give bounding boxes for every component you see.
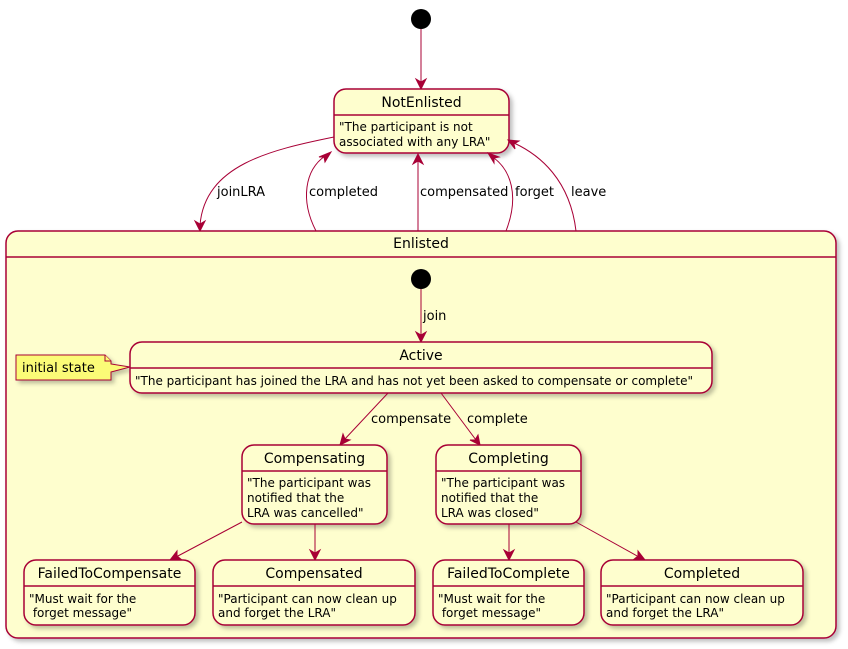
state-compensating-title: Compensating (264, 451, 365, 467)
state-notenlisted-title: NotEnlisted (381, 95, 461, 111)
state-completed-title: Completed (664, 566, 740, 582)
arrowhead (308, 548, 322, 562)
note-initial-state-text: initial state (22, 361, 95, 376)
state-failedtocomplete-desc-line-1: "Must wait for the (438, 592, 545, 606)
label-complete: complete (467, 412, 528, 427)
arrowhead (502, 548, 516, 562)
note-initial-state: initial state (15, 354, 131, 381)
state-failedtocomplete-desc-line-2: forget message" (438, 606, 541, 620)
edge-completed (305, 155, 326, 232)
state-completed: Completed "Participant can now clean up … (600, 559, 804, 626)
state-compensated-desc-line-2: and forget the LRA" (218, 606, 336, 620)
state-compensating-desc-line-3: LRA was cancelled" (247, 506, 364, 520)
state-compensated: Compensated "Participant can now clean u… (212, 559, 416, 626)
state-failedtocomplete-title: FailedToComplete (447, 566, 570, 582)
label-leave: leave (571, 185, 606, 200)
state-notenlisted: NotEnlisted "The participant is not asso… (333, 88, 510, 154)
label-joinlra: joinLRA (216, 185, 265, 200)
initial-node (411, 9, 431, 29)
edge-forget (493, 157, 514, 232)
arrowhead (414, 77, 428, 91)
arrowhead (339, 432, 352, 446)
state-compensated-desc-line-1: "Participant can now clean up (218, 592, 397, 606)
state-compensating: Compensating "The participant was notifi… (241, 444, 388, 525)
state-completing-desc-line-2: notified that the (441, 491, 538, 505)
state-enlisted: Enlisted (5, 230, 837, 639)
arrowhead (193, 219, 207, 233)
state-notenlisted-desc-line-2: associated with any LRA" (339, 135, 490, 149)
arrowhead (486, 152, 501, 165)
state-failedtocompensate-title: FailedToCompensate (38, 566, 182, 582)
state-active: Active "The participant has joined the L… (129, 341, 713, 394)
edge-compensating-to-failedtocompensate (175, 521, 243, 558)
state-completing-desc-line-3: LRA was closed" (441, 506, 539, 520)
arrowhead (469, 433, 481, 446)
state-failedtocompensate-desc-line-1: "Must wait for the (29, 592, 136, 606)
state-compensating-desc-line-2: notified that the (247, 491, 344, 505)
label-join: join (422, 309, 446, 324)
state-compensated-title: Compensated (265, 566, 362, 582)
label-compensated: compensated (420, 185, 508, 200)
edge-complete (440, 392, 477, 441)
edge-compensate (343, 392, 389, 441)
state-failedtocompensate: FailedToCompensate "Must wait for the fo… (23, 559, 196, 626)
arrowhead (506, 139, 521, 150)
state-failedtocompensate-desc-line-2: forget message" (29, 606, 132, 620)
label-completed: completed (309, 185, 378, 200)
edge-completing-to-completed (575, 521, 640, 558)
state-completing: Completing "The participant was notified… (435, 444, 582, 525)
state-completed-desc-line-1: "Participant can now clean up (606, 592, 785, 606)
label-compensate: compensate (371, 412, 451, 427)
state-enlisted-title: Enlisted (393, 236, 449, 252)
edge-leave (513, 142, 577, 232)
state-notenlisted-desc-line-1: "The participant is not (339, 120, 473, 134)
state-active-desc-line-1: "The participant has joined the LRA and … (135, 374, 693, 388)
state-failedtocomplete: FailedToComplete "Must wait for the forg… (432, 559, 585, 626)
edge-joinlra (199, 136, 335, 226)
state-active-title: Active (399, 348, 442, 364)
enlisted-initial-node (411, 269, 431, 289)
state-completed-desc-line-2: and forget the LRA" (606, 606, 724, 620)
label-forget: forget (515, 185, 554, 200)
arrowhead (411, 152, 425, 166)
arrowhead (318, 150, 333, 164)
arrowhead (414, 330, 428, 344)
state-compensating-desc-line-1: "The participant was (247, 476, 371, 490)
state-completing-title: Completing (468, 451, 549, 467)
state-completing-desc-line-1: "The participant was (441, 476, 565, 490)
